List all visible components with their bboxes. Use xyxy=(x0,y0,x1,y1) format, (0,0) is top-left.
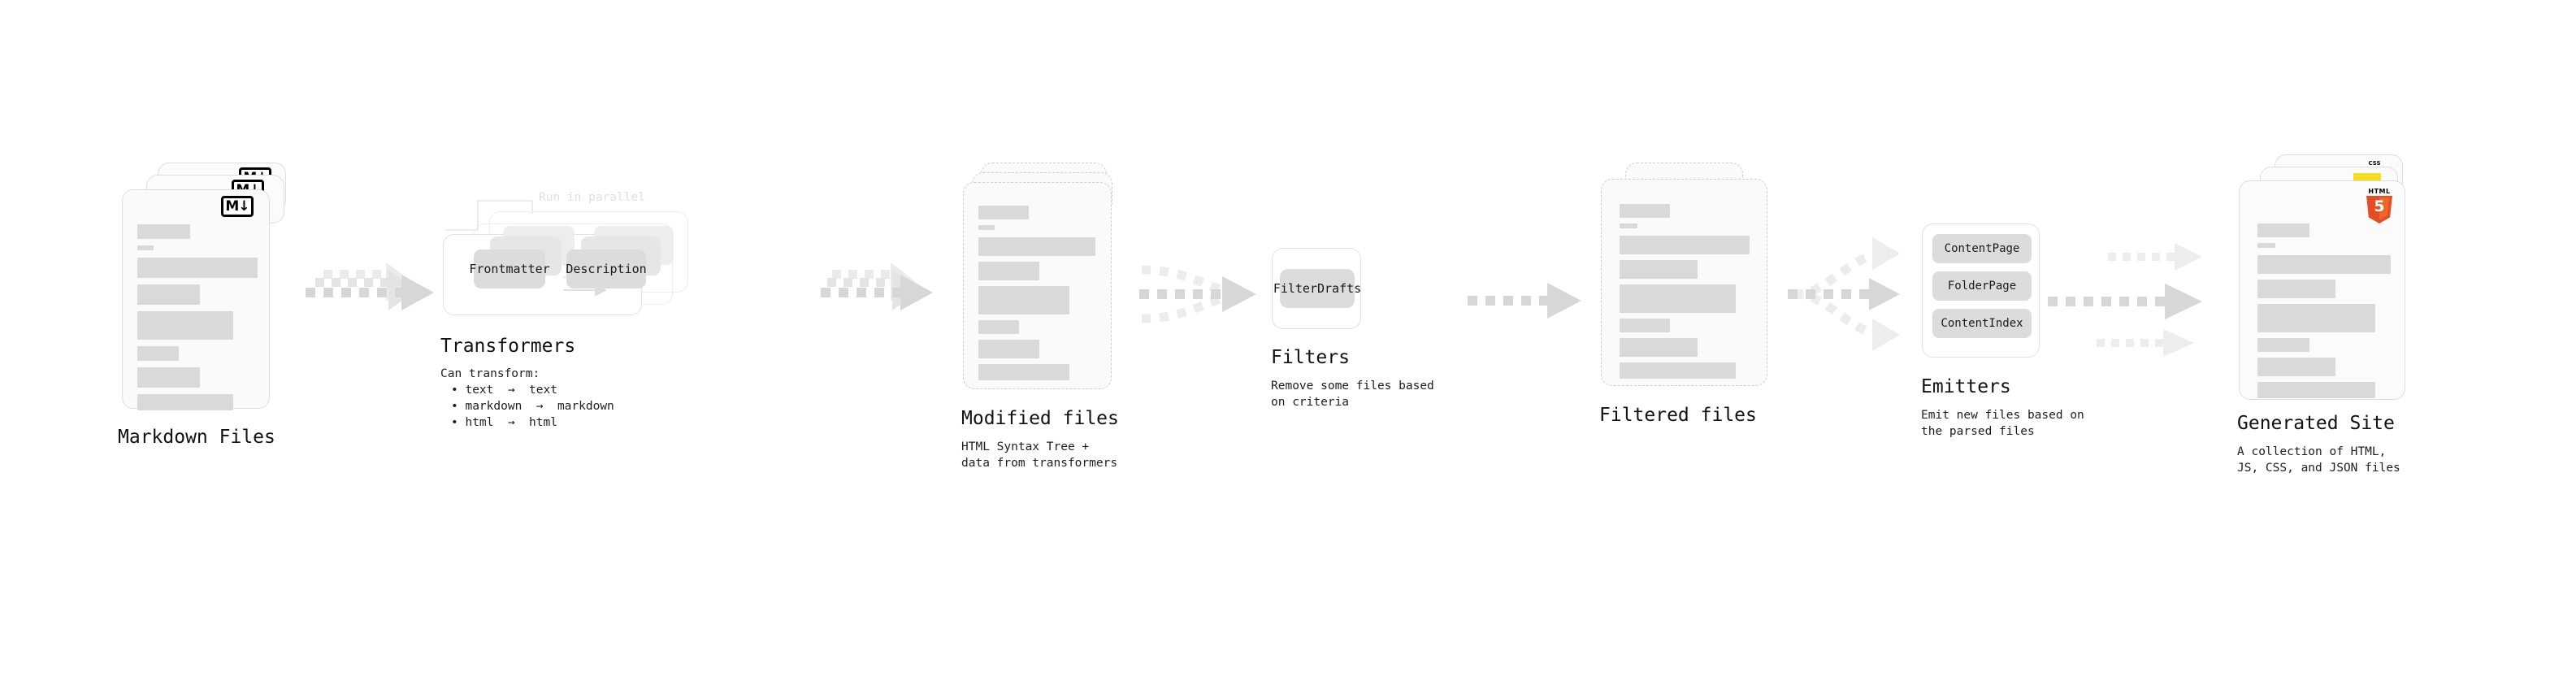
modified-card-front xyxy=(963,182,1112,389)
markdown-skeleton-bars xyxy=(137,224,258,410)
arrow-filters-to-filtered xyxy=(1468,283,1581,319)
transformers-title: Transformers xyxy=(440,336,576,357)
stage-generated-site: CSS HTML 5 xyxy=(2237,154,2442,475)
chip-contentpage[interactable]: ContentPage xyxy=(1932,234,2032,263)
arrow-md-to-transformers xyxy=(306,262,434,310)
markdown-card-stack: M↓ M↓ M↓ xyxy=(122,163,309,423)
html5-badge-word: HTML xyxy=(2368,188,2391,195)
site-card-front-html: HTML 5 xyxy=(2239,180,2405,400)
stage-modified-files: Modified files HTML Syntax Tree + data f… xyxy=(961,163,1150,470)
markdown-card-front: M↓ xyxy=(122,189,270,410)
emitters-title: Emitters xyxy=(1921,376,2011,397)
generated-site-subtitle: A collection of HTML, JS, CSS, and JSON … xyxy=(2237,445,2400,475)
emitters-subtitle: Emit new files based on the parsed files xyxy=(1921,409,2084,438)
chip-contentindex[interactable]: ContentIndex xyxy=(1932,309,2032,338)
modified-files-title: Modified files xyxy=(961,408,1119,429)
filters-title: Filters xyxy=(1271,347,1350,368)
transformers-subtitle: Can transform: xyxy=(440,367,540,380)
filters-box: FilterDrafts xyxy=(1272,248,1361,329)
arrow-filtered-to-emitters xyxy=(1788,237,1900,351)
transformers-bullet-1: • markdown → markdown xyxy=(451,400,614,413)
markdown-badge-front: M↓ xyxy=(221,196,254,217)
html5-badge: HTML 5 xyxy=(2364,188,2395,223)
chip-filterdrafts[interactable]: FilterDrafts xyxy=(1273,269,1361,308)
chip-frontmatter[interactable]: Frontmatter xyxy=(469,249,550,288)
run-in-parallel-note: Run in parallel xyxy=(539,191,645,204)
chip-description[interactable]: Description xyxy=(566,249,647,288)
chip-folderpage[interactable]: FolderPage xyxy=(1932,271,2032,301)
filters-subtitle: Remove some files based on criteria xyxy=(1271,380,1434,409)
stage-markdown-files: M↓ M↓ M↓ Markdown Files xyxy=(118,163,309,448)
site-skeleton-bars xyxy=(2257,223,2392,398)
html5-badge-digit: 5 xyxy=(2374,197,2385,215)
modified-skeleton-bars xyxy=(978,206,1098,380)
filtered-files-title: Filtered files xyxy=(1599,405,1757,426)
stage-filtered-files: Filtered files xyxy=(1599,163,1788,426)
filtered-card-stack xyxy=(1601,163,1788,423)
markdown-files-title: Markdown Files xyxy=(118,427,275,448)
site-card-stack: CSS HTML 5 xyxy=(2239,154,2442,423)
arrow-transformers-to-modified xyxy=(821,262,933,310)
filtered-skeleton-bars xyxy=(1620,204,1754,379)
filtered-card-front xyxy=(1601,179,1767,386)
generated-site-title: Generated Site xyxy=(2237,413,2395,434)
emitters-box: ContentPage FolderPage ContentIndex xyxy=(1922,223,2040,358)
modified-card-stack xyxy=(963,163,1150,423)
transformers-bullet-0: • text → text xyxy=(451,384,557,397)
arrow-modified-to-filters xyxy=(1139,265,1256,323)
arrow-emitters-to-site xyxy=(2048,243,2202,357)
run-in-parallel-leader xyxy=(445,200,533,231)
css-badge-label: CSS xyxy=(2368,160,2381,167)
modified-files-subtitle: HTML Syntax Tree + data from transformer… xyxy=(961,440,1118,470)
transformers-bullet-2: • html → html xyxy=(451,416,557,429)
